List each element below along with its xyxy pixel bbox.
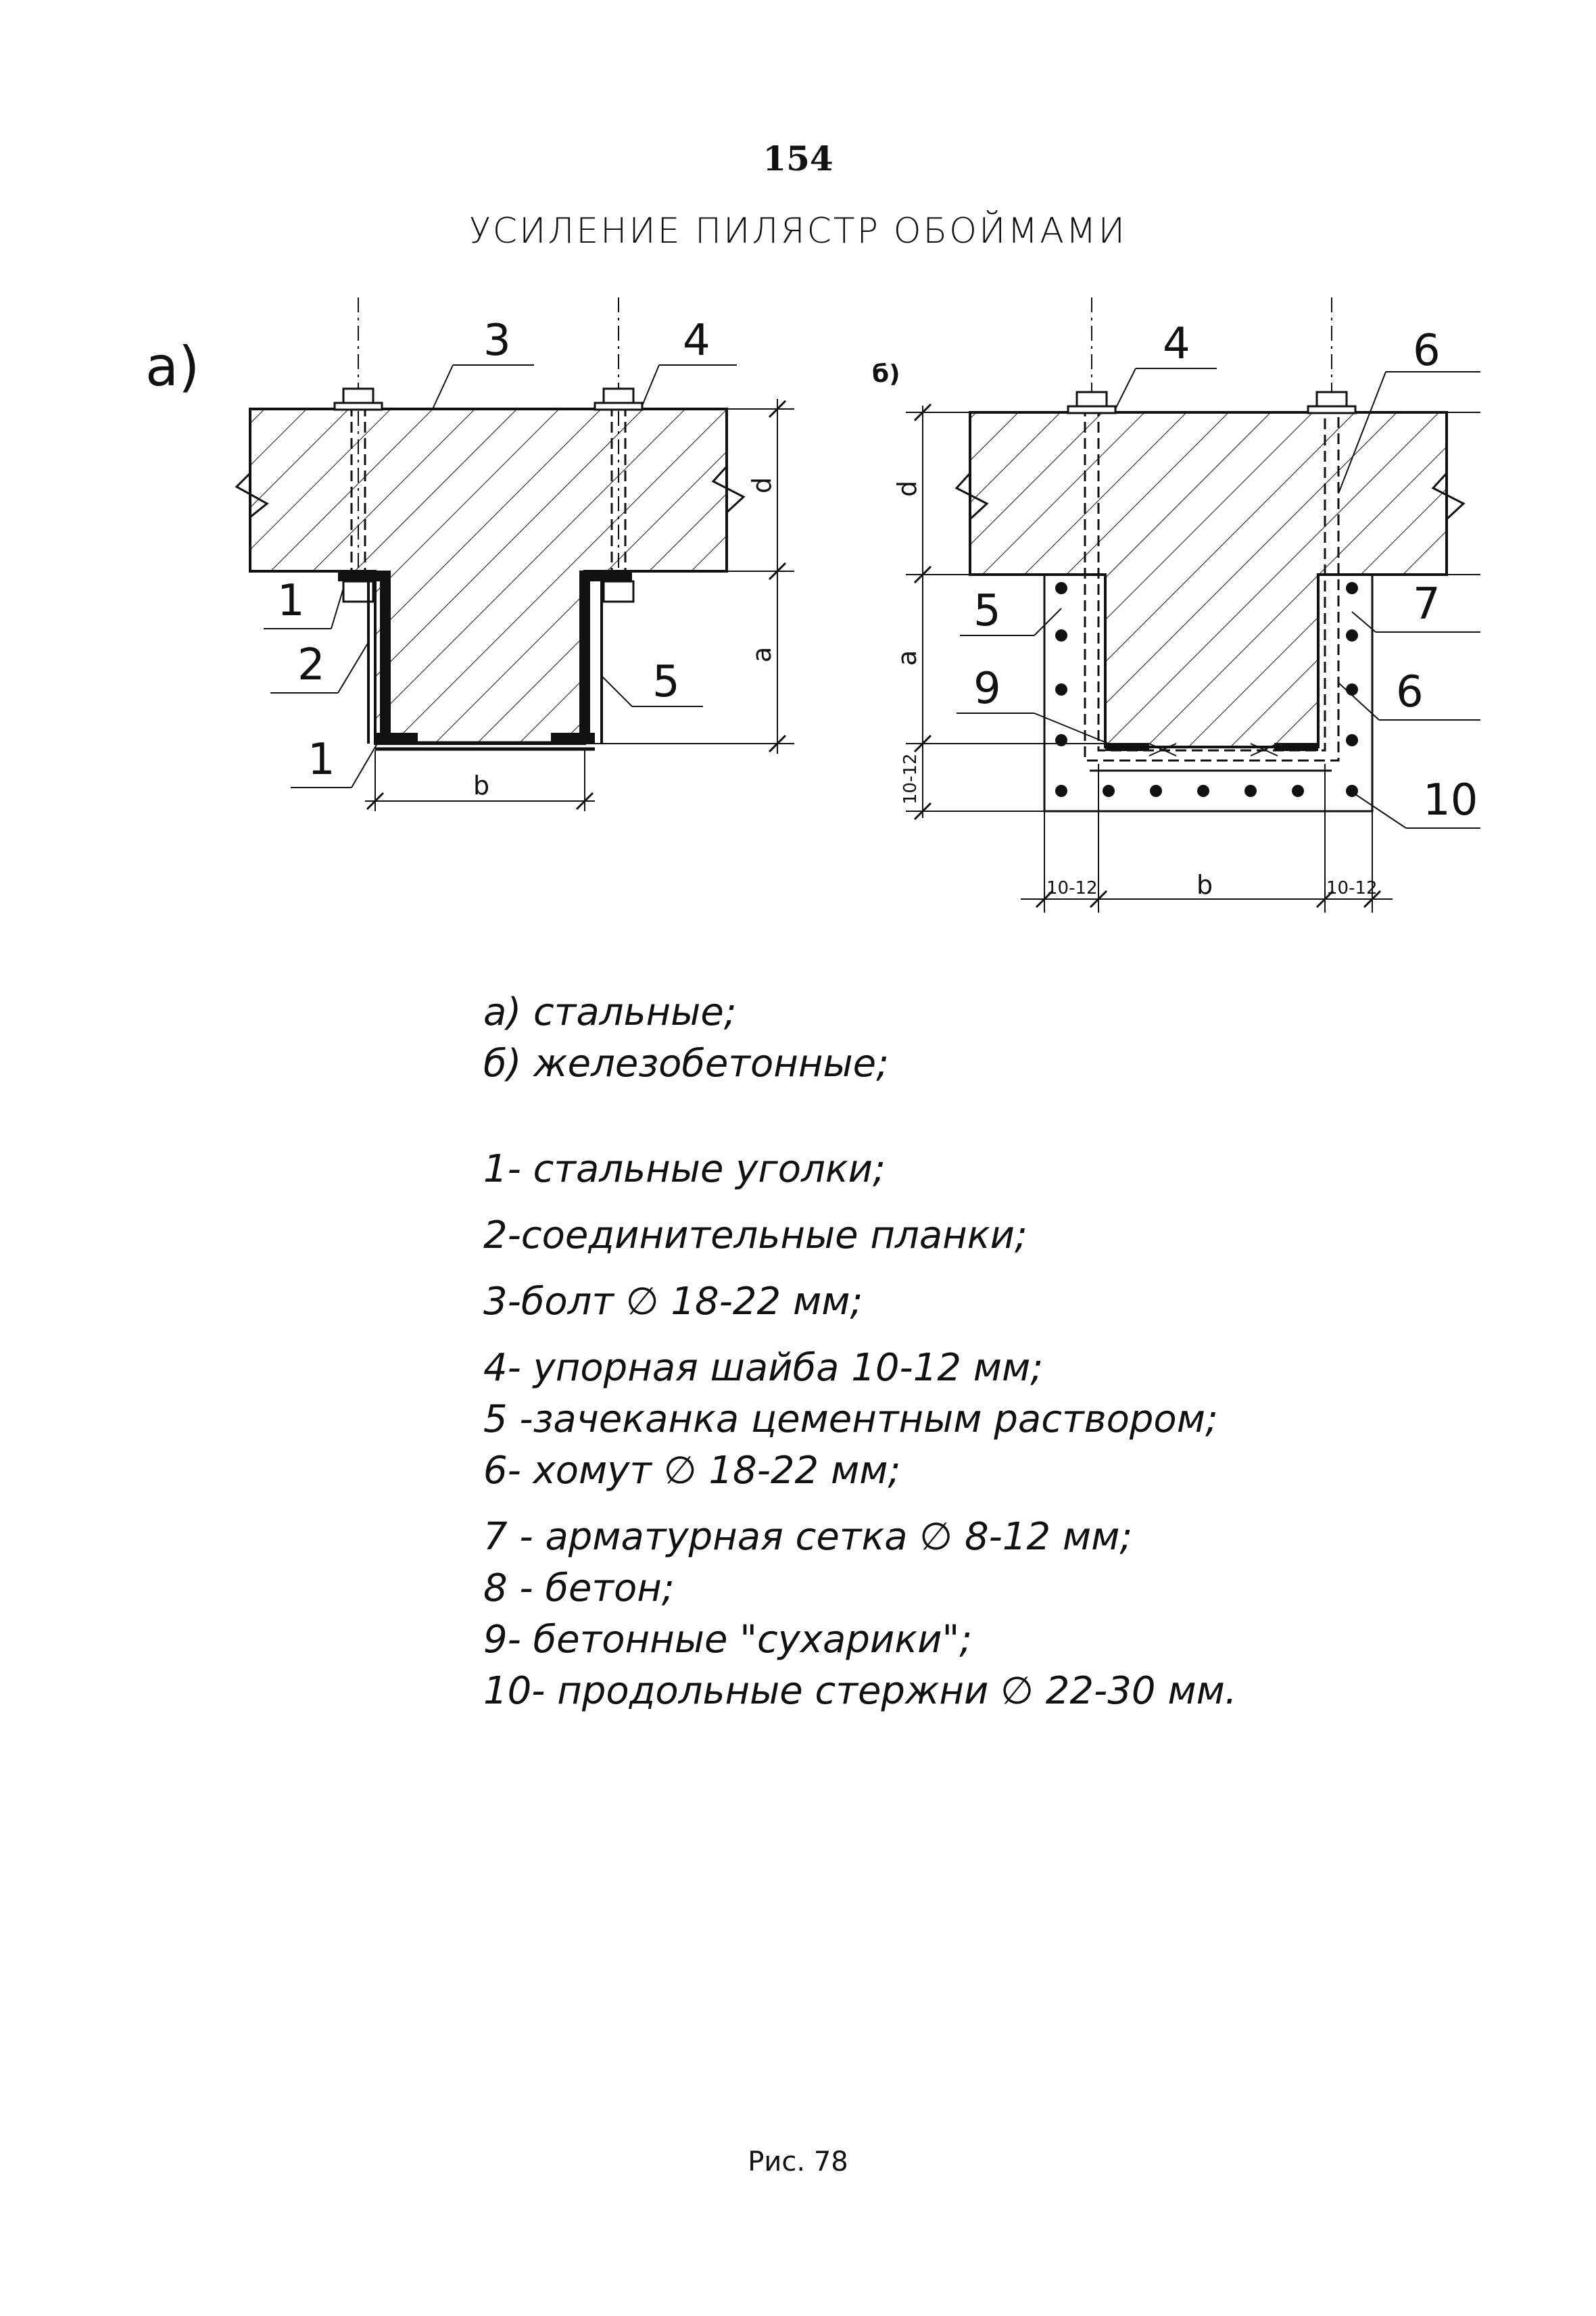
legend-item-1: 1- стальные уголки; xyxy=(483,1147,886,1191)
figure-b-bolt-right xyxy=(1307,297,1357,414)
figure-a-break-left xyxy=(235,409,269,571)
figure-b-wall xyxy=(969,411,1448,748)
callout-a-1-bottom: 1 xyxy=(308,735,335,785)
legend-item-7: 7 - арматурная сетка ∅ 8-12 мм; xyxy=(483,1515,1133,1559)
figure-b-label: б) xyxy=(872,360,900,388)
figure-a-break-right xyxy=(711,409,746,571)
legend-item-10: 10- продольные стержни ∅ 22-30 мм. xyxy=(483,1669,1237,1713)
legend-item-4: 4- упорная шайба 10-12 мм; xyxy=(483,1346,1044,1390)
figure-a-dimensions: d a b xyxy=(365,399,794,811)
figure-a-dim-a: a xyxy=(747,647,777,662)
figure-a-label: а) xyxy=(145,335,199,398)
callout-a-3: 3 xyxy=(483,316,511,366)
legend-item-2: 2-соединительные планки; xyxy=(483,1213,1027,1257)
figure-a-steel-jacket xyxy=(338,571,632,751)
figure-a-dim-d: d xyxy=(747,477,777,493)
figure-b-dim-d: d xyxy=(892,481,922,497)
figure-b-dim-cover-left: 10-12 xyxy=(1046,878,1098,898)
figure-b-concrete-jacket xyxy=(1043,573,1374,813)
figure-a-callouts: 3 4 1 2 5 1 xyxy=(264,316,737,788)
callout-b-6-bottom: 6 xyxy=(1396,667,1424,717)
figure-a-bolt-right xyxy=(594,297,644,603)
figure-b-break-right xyxy=(1431,412,1466,575)
callout-a-5: 5 xyxy=(652,657,680,707)
callout-a-1-top: 1 xyxy=(277,576,305,626)
figure-b-stirrups xyxy=(1084,406,1340,772)
callout-a-2: 2 xyxy=(297,640,325,690)
figure-b-bolt-left xyxy=(1067,297,1117,414)
legend-item-6: 6- хомут ∅ 18-22 мм; xyxy=(483,1449,901,1493)
page-number: 154 xyxy=(763,139,833,178)
figure-caption: Рис. 78 xyxy=(748,2146,848,2177)
callout-b-5: 5 xyxy=(973,586,1001,636)
callout-a-4: 4 xyxy=(683,316,710,366)
callout-b-9: 9 xyxy=(973,664,1001,714)
figure-b-dim-b: b xyxy=(1196,870,1213,900)
legend-item-5: 5 -зачеканка цементным раствором; xyxy=(483,1397,1218,1441)
figure-b: б) xyxy=(872,297,1480,913)
callout-b-7: 7 xyxy=(1413,579,1441,629)
figure-b-longitudinal-bars xyxy=(1055,582,1358,797)
figure-a-dim-b: b xyxy=(473,771,489,800)
callout-b-10: 10 xyxy=(1423,775,1478,825)
figure-b-dim-cover-vertical: 10-12 xyxy=(900,753,921,804)
legend-item-3: 3-болт ∅ 18-22 мм; xyxy=(483,1280,863,1324)
page-title: УСИЛЕНИЕ ПИЛЯСТР ОБОЙМАМИ xyxy=(469,211,1127,251)
callout-b-4: 4 xyxy=(1163,319,1190,369)
callout-b-6-top: 6 xyxy=(1413,326,1441,376)
figure-b-dim-a: a xyxy=(892,650,922,666)
legend: а) стальные; б) железобетонные; 1- сталь… xyxy=(483,987,1237,1717)
figure-b-dim-cover-right: 10-12 xyxy=(1326,878,1378,898)
figure-b-dimensions: d a 10-12 10-12 b 10-12 xyxy=(892,403,1393,913)
figure-a-bolt-left xyxy=(333,297,383,603)
legend-item-8: 8 - бетон; xyxy=(483,1566,675,1610)
figure-b-callouts: 4 6 5 7 9 6 10 xyxy=(957,319,1480,829)
figure-b-break-left xyxy=(954,412,989,575)
figure-drawing: а) xyxy=(145,297,1480,913)
legend-variant-a: а) стальные; xyxy=(483,990,737,1034)
legend-item-9: 9- бетонные "сухарики"; xyxy=(483,1618,973,1662)
legend-variant-b: б) железобетонные; xyxy=(483,1042,890,1086)
figure-a: а) xyxy=(145,297,794,811)
